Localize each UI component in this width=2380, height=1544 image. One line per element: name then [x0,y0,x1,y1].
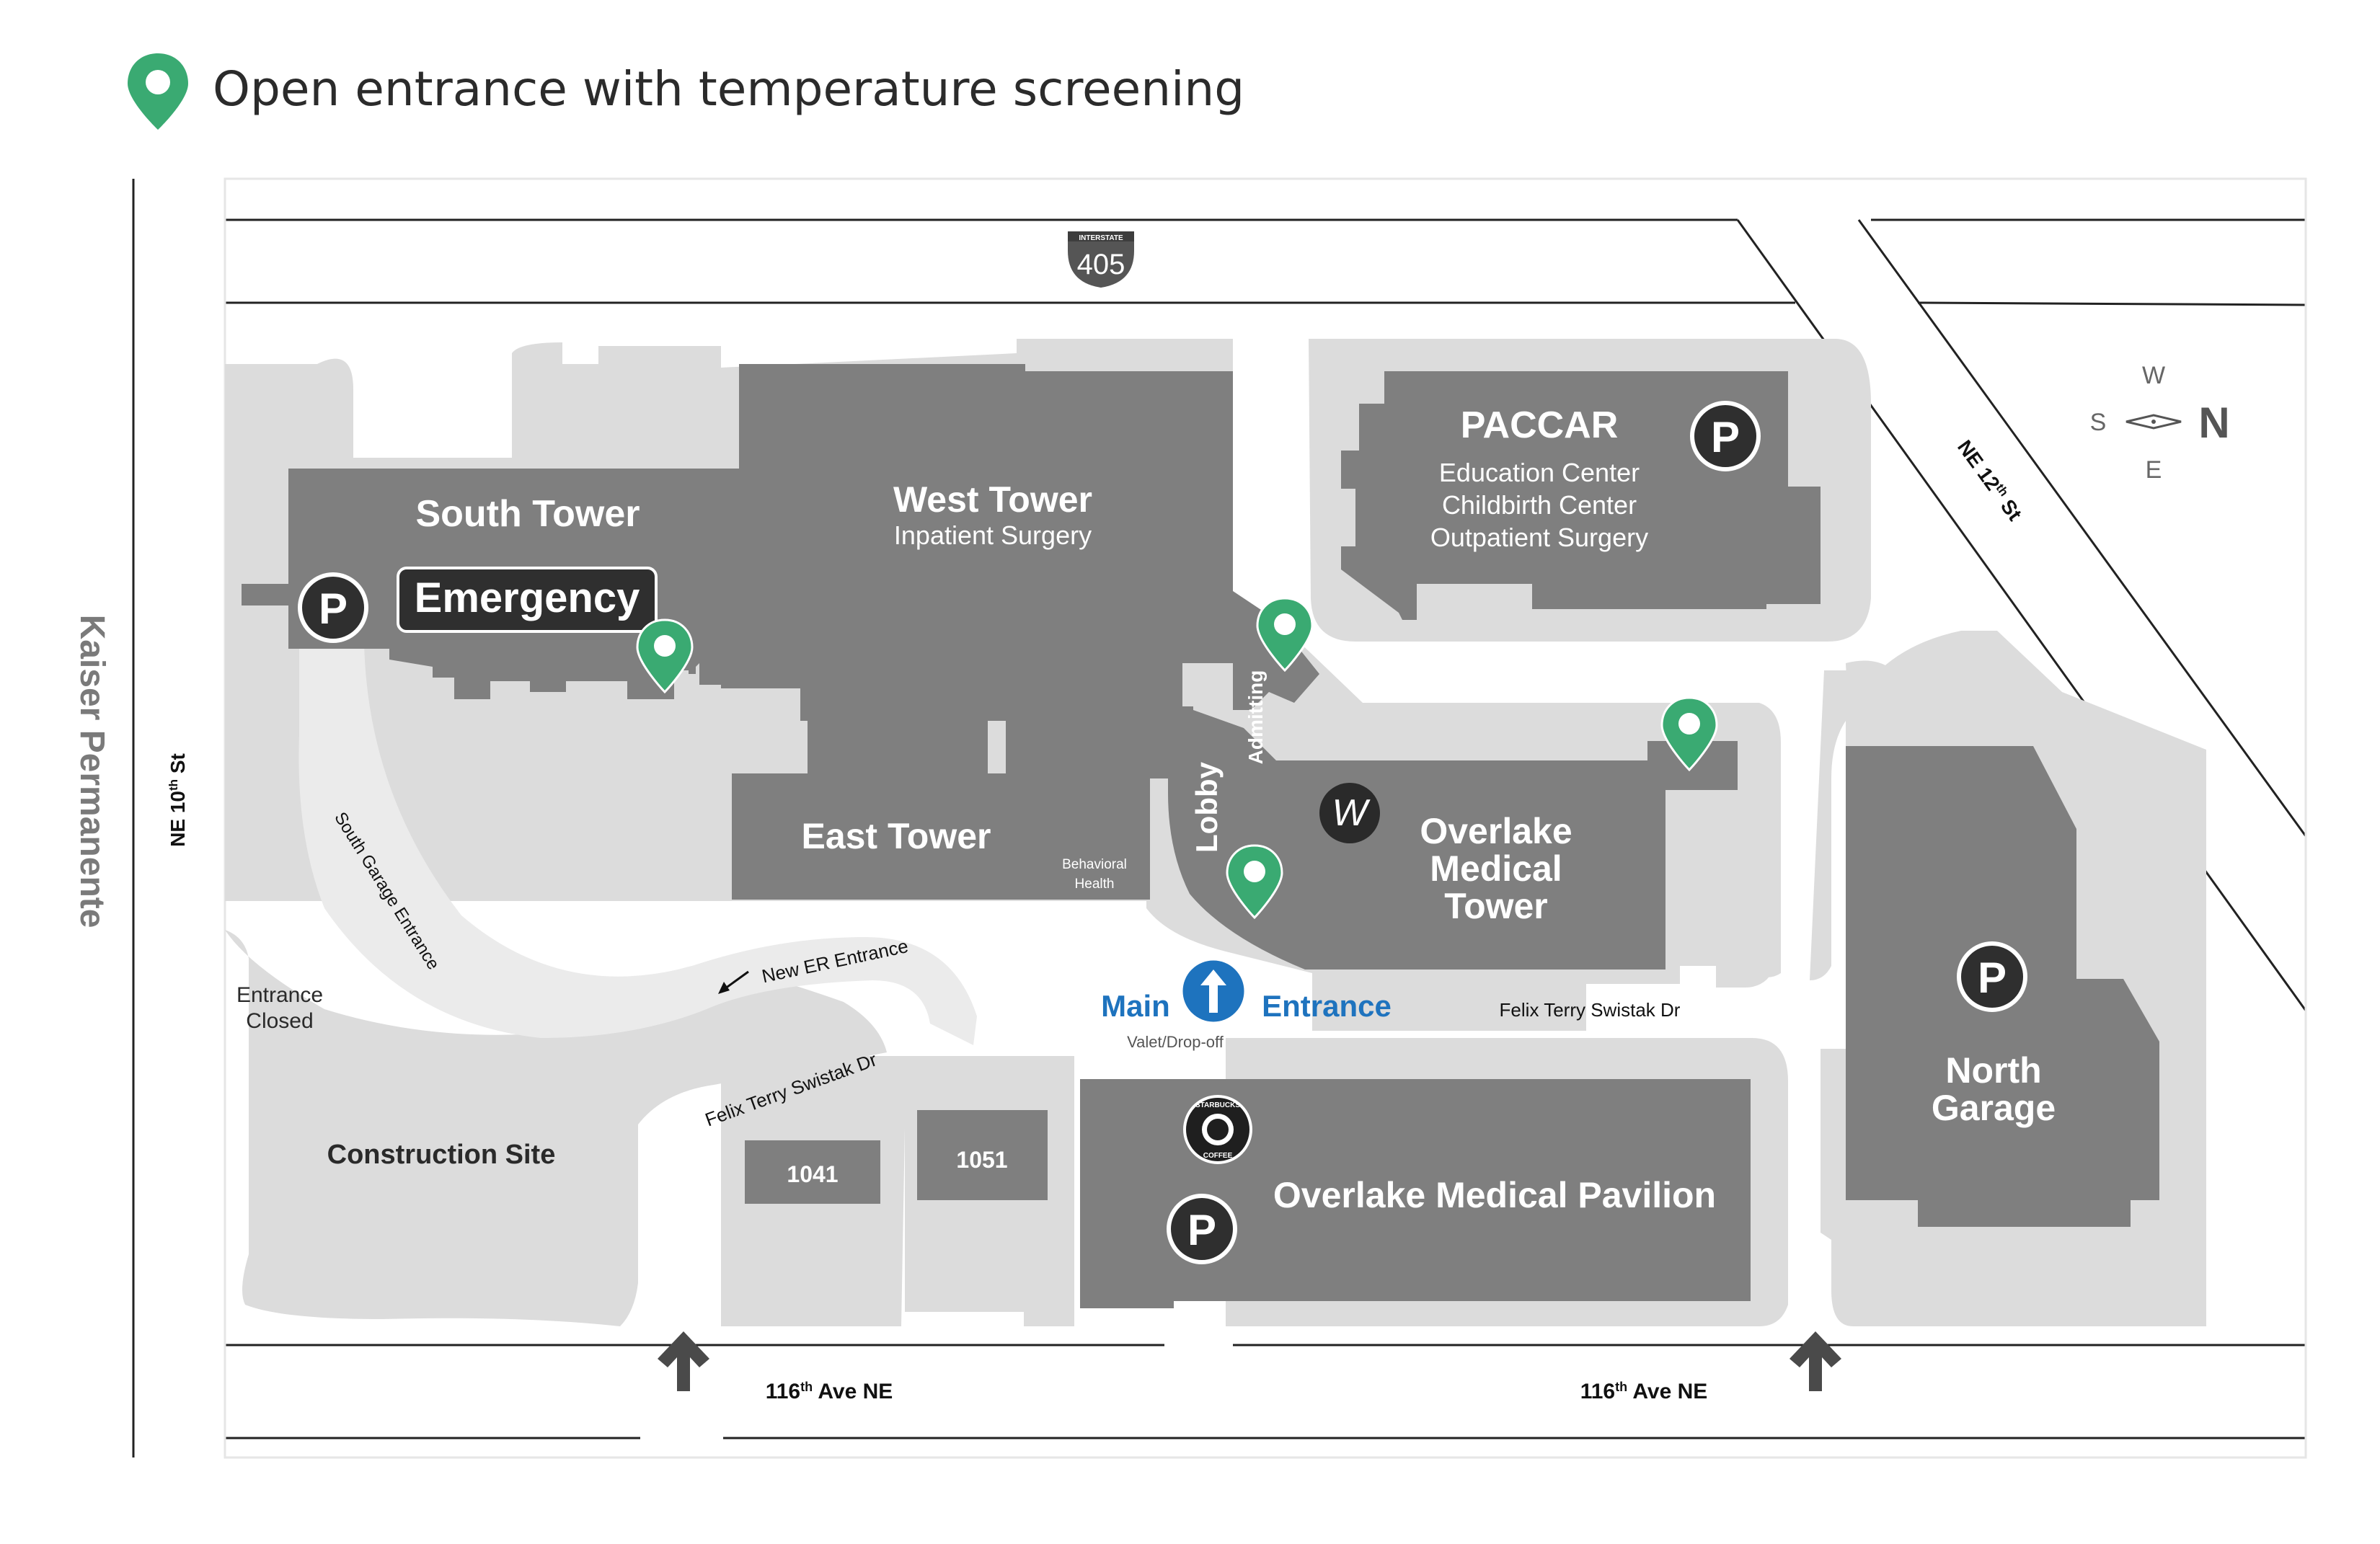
omt-line-3: Tower [1444,886,1548,926]
west-tower-label: West Tower [893,479,1092,520]
parking-letter-north-garage: P [1978,954,2007,1002]
admitting-label: Admitting [1244,670,1267,765]
starbucks-bottom-text: COFFEE [1203,1152,1233,1160]
paccar-line-1: Education Center [1439,458,1640,487]
parking-letter-south: P [319,585,348,633]
starbucks-top-text: STARBUCKS [1195,1101,1240,1109]
west-tower-sub: Inpatient Surgery [894,520,1092,550]
south-tower-label: South Tower [415,493,640,535]
omt-line-1: Overlake [1420,811,1572,851]
legend-pin-icon [128,53,188,130]
main-entrance-left: Main [1101,989,1170,1023]
street-116th-left: 116th Ave NE [766,1380,893,1403]
compass-north: N [2198,399,2229,447]
paccar-line-2: Childbirth Center [1442,490,1637,520]
street-ne-10th: NE 10th St [167,753,189,847]
overlake-medical-tower-building [1168,710,1665,970]
parking-letter-paccar: P [1711,413,1740,461]
interstate-shield-top: INTERSTATE [1079,234,1123,242]
parking-letter-pavilion: P [1187,1206,1216,1254]
street-felix-upper: Felix Terry Swistak Dr [1500,999,1681,1021]
construction-site-label: Construction Site [327,1140,556,1170]
compass-icon [2125,414,2182,430]
interstate-shield-icon [1063,228,1138,292]
compass-south: S [2090,409,2107,436]
garage-ramp [298,620,977,1045]
main-entrance-right: Entrance [1262,989,1392,1023]
street-kaiser-permanente: Kaiser Permanente [73,615,111,928]
north-garage-line-1: North [1945,1050,2041,1091]
east-tower-sub-1: Behavioral [1062,857,1127,872]
entrance-closed-line-2: Closed [246,1009,313,1033]
building-1051 [917,1110,1048,1200]
new-er-arrow-icon [718,970,749,994]
building-1041 [745,1140,880,1204]
omt-line-2: Medical [1430,848,1562,889]
pavilion-label: Overlake Medical Pavilion [1273,1175,1716,1215]
east-tower-sub-2: Health [1075,877,1115,892]
walgreens-letter: W [1332,792,1371,834]
building-1051-label: 1051 [956,1147,1007,1173]
lobby-label: Lobby [1190,761,1224,853]
emergency-badge [397,567,658,633]
emergency-label: Emergency [415,574,640,621]
legend-label: Open entrance with temperature screening [213,61,1245,117]
compass-east: E [2146,456,2162,484]
entry-arrow-right-icon [1790,1331,1841,1391]
main-entrance-arrow-icon[interactable] [1179,957,1248,1026]
compass-west: W [2142,362,2165,389]
east-tower-label: East Tower [801,816,991,856]
walgreens-icon [1319,783,1380,843]
street-ne-12th: NE 12th St [1953,436,2026,525]
north-garage-line-2: Garage [1932,1088,2056,1128]
interstate-number: 405 [1077,249,1125,280]
main-entrance-sub: Valet/Drop-off [1127,1033,1224,1051]
east-tower-building [732,773,1150,900]
paccar-line-3: Outpatient Surgery [1430,523,1648,552]
building-1041-label: 1041 [787,1161,838,1187]
entrance-closed-line-1: Entrance [236,983,323,1007]
starbucks-icon [1183,1095,1252,1164]
entry-arrow-left-icon [658,1331,709,1391]
street-116th-right: 116th Ave NE [1580,1380,1708,1403]
paccar-label: PACCAR [1461,404,1619,446]
